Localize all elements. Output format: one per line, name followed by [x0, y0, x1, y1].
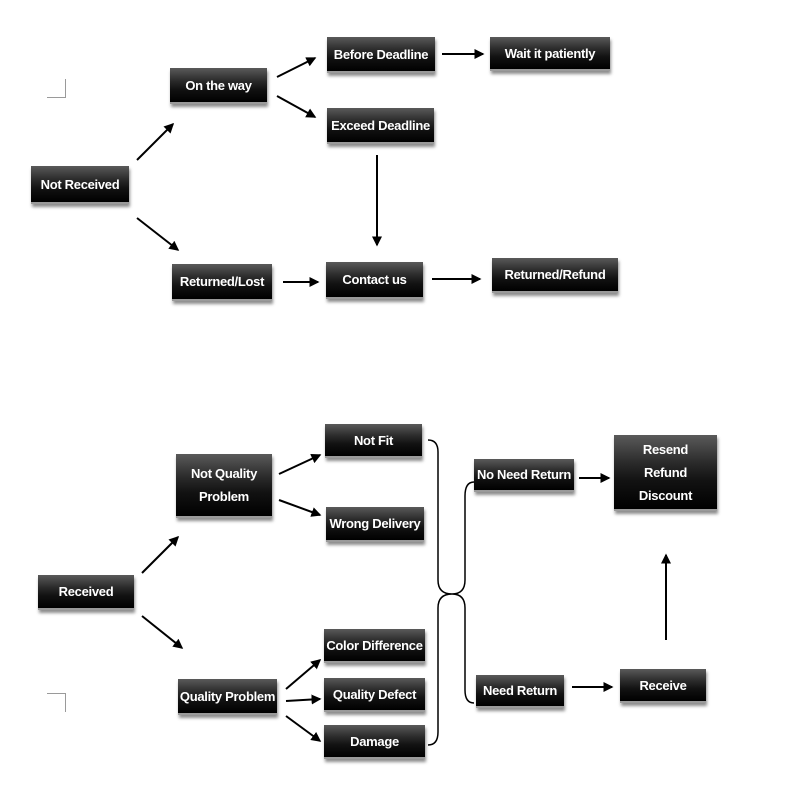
node-color-difference-label: Color Difference: [326, 637, 423, 653]
arrow-quality-to-quality-defect: [285, 694, 322, 705]
node-not-received: Not Received: [31, 166, 129, 204]
node-receive-label: Receive: [639, 677, 687, 693]
arrow-received-to-quality: [141, 615, 184, 649]
node-before-deadline-label: Before Deadline: [333, 46, 429, 62]
node-exceed-deadline-label: Exceed Deadline: [331, 117, 430, 133]
node-quality-defect-label: Quality Defect: [332, 686, 417, 702]
node-exceed-deadline: Exceed Deadline: [327, 108, 434, 144]
arrow-received-to-not-quality: [141, 535, 180, 574]
brace-right: [451, 481, 475, 704]
node-wrong-delivery: Wrong Delivery: [326, 507, 424, 542]
node-not-quality-problem: Not Quality Problem: [176, 454, 272, 518]
brace-left: [427, 439, 453, 746]
arrow-on-the-way-to-exceed-deadline: [276, 95, 317, 118]
node-contact-us-label: Contact us: [342, 272, 407, 287]
node-not-received-label: Not Received: [40, 176, 120, 192]
node-on-the-way-label: On the way: [185, 77, 252, 93]
node-need-return-label: Need Return: [483, 683, 557, 698]
node-on-the-way: On the way: [170, 68, 267, 104]
arrow-quality-to-damage: [285, 715, 322, 742]
node-wait-patiently-label: Wait it patiently: [504, 45, 596, 61]
node-quality-problem-label: Quality Problem: [179, 688, 276, 704]
node-no-need-return-label: No Need Return: [476, 467, 572, 482]
corner-mark-bottom: [47, 693, 66, 712]
node-need-return: Need Return: [476, 675, 564, 708]
node-damage-label: Damage: [350, 733, 399, 749]
node-returned-refund: Returned/Refund: [492, 258, 618, 293]
node-before-deadline: Before Deadline: [327, 37, 435, 73]
node-no-need-return: No Need Return: [474, 459, 574, 492]
node-contact-us: Contact us: [326, 262, 423, 299]
node-resolution: Resend Refund Discount: [614, 435, 717, 511]
node-wrong-delivery-label: Wrong Delivery: [329, 516, 421, 531]
node-damage: Damage: [324, 725, 425, 759]
node-receive: Receive: [620, 669, 706, 703]
node-returned-refund-label: Returned/Refund: [504, 267, 606, 282]
node-received-label: Received: [58, 584, 114, 599]
node-quality-problem: Quality Problem: [178, 679, 277, 715]
node-wait-patiently: Wait it patiently: [490, 37, 610, 71]
node-returned-lost: Returned/Lost: [172, 264, 272, 301]
arrows-not-received: [136, 49, 485, 287]
corner-mark-top: [47, 79, 66, 98]
node-quality-defect: Quality Defect: [324, 678, 425, 712]
node-not-fit: Not Fit: [325, 424, 422, 458]
node-received: Received: [38, 575, 134, 610]
node-not-quality-problem-label: Not Quality Problem: [190, 466, 258, 504]
braces: [427, 439, 475, 746]
node-returned-lost-label: Returned/Lost: [179, 274, 265, 289]
arrow-on-the-way-to-before-deadline: [276, 57, 317, 78]
node-not-fit-label: Not Fit: [353, 432, 394, 448]
arrow-not-quality-to-wrong-delivery: [278, 499, 322, 517]
arrow-not-quality-to-not-fit: [278, 454, 322, 475]
arrow-root-to-on-the-way: [136, 122, 175, 161]
node-color-difference: Color Difference: [324, 629, 425, 663]
arrows-received: [141, 454, 671, 742]
arrow-quality-to-color-difference: [285, 659, 322, 690]
arrow-root-to-returned-lost: [136, 217, 180, 251]
node-resolution-label: Resend Refund Discount: [638, 441, 693, 503]
